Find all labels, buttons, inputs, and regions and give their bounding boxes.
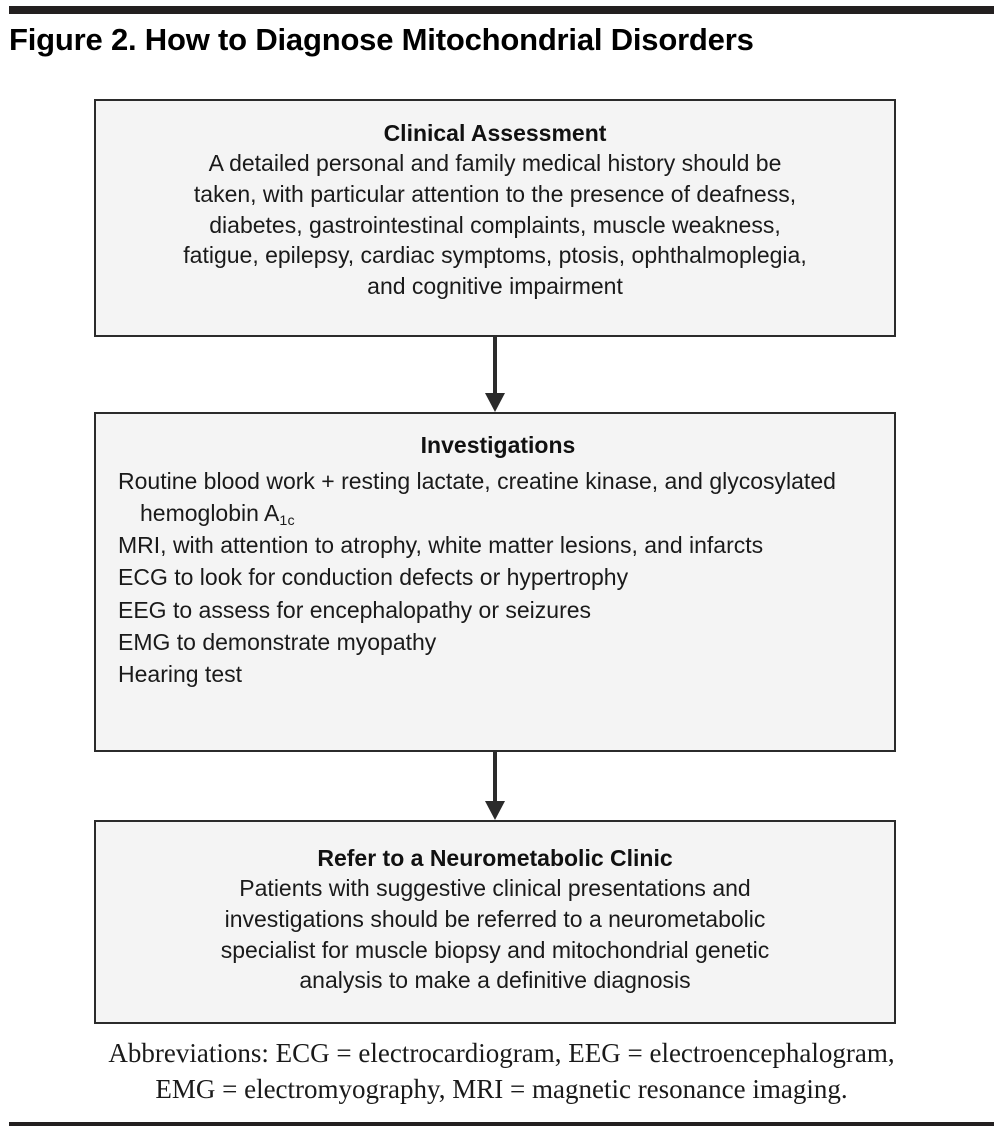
box-content-refer-clinic: Refer to a Neurometabolic Clinic Patient…: [96, 822, 894, 996]
list-item-line-1: Hearing test: [118, 661, 243, 688]
list-item-line-1: EMG to demonstrate myopathy: [118, 628, 437, 655]
investigations-list: Routine blood work + resting lactate, cr…: [118, 466, 878, 690]
arrow-down-icon-clinical-to-investigations: [485, 337, 505, 412]
box-body-line: specialist for muscle biopsy and mitocho…: [220, 936, 770, 963]
list-item-line-1: ECG to look for conduction defects or hy…: [118, 564, 629, 591]
box-heading-refer-clinic: Refer to a Neurometabolic Clinic: [317, 845, 673, 871]
flow-box-clinical-assessment: Clinical Assessment A detailed personal …: [94, 99, 896, 337]
list-item: Routine blood work + resting lactate, cr…: [118, 466, 878, 529]
list-item: MRI, with attention to atrophy, white ma…: [118, 530, 878, 561]
list-item: ECG to look for conduction defects or hy…: [118, 562, 878, 593]
box-body-line: analysis to make a definitive diagnosis: [299, 967, 691, 994]
abbreviations-footnote: Abbreviations: ECG = electrocardiogram, …: [14, 1036, 989, 1107]
box-content-investigations: Investigations Routine blood work + rest…: [96, 414, 894, 690]
box-body-line: and cognitive impairment: [367, 272, 623, 299]
box-heading-investigations: Investigations: [420, 432, 576, 458]
box-body-line: A detailed personal and family medical h…: [208, 150, 782, 177]
box-body-line: diabetes, gastrointestinal complaints, m…: [209, 211, 781, 238]
list-item-line-1: EEG to assess for encephalopathy or seiz…: [118, 596, 592, 623]
box-body-refer-clinic: Patients with suggestive clinical presen…: [108, 873, 882, 995]
page-title: Figure 2. How to Diagnose Mitochondrial …: [9, 22, 754, 57]
box-body-line: Patients with suggestive clinical presen…: [239, 875, 751, 902]
list-item: EMG to demonstrate myopathy: [118, 627, 878, 658]
abbreviations-line-2: EMG = electromyography, MRI = magnetic r…: [155, 1073, 848, 1104]
top-divider-rule: [9, 6, 994, 14]
list-item-line-1: MRI, with attention to atrophy, white ma…: [118, 531, 683, 558]
list-item-line-2: glycosylated hemoglobin A1c: [140, 468, 836, 529]
flow-box-refer-to-neurometabolic-clinic: Refer to a Neurometabolic Clinic Patient…: [94, 820, 896, 1024]
arrow-down-icon-investigations-to-refer: [485, 752, 505, 820]
list-item-line-1: Routine blood work + resting lactate, cr…: [118, 468, 703, 495]
list-item-line-2-text: glycosylated hemoglobin A: [140, 468, 836, 526]
box-body-line: investigations should be referred to a n…: [224, 906, 766, 933]
list-item: EEG to assess for encephalopathy or seiz…: [118, 595, 878, 626]
list-item-line-2-text: infarcts: [689, 531, 764, 558]
box-body-clinical-assessment: A detailed personal and family medical h…: [108, 148, 882, 301]
list-item: Hearing test: [118, 659, 878, 690]
subscript-1c: 1c: [279, 512, 295, 529]
arrow-shaft: [493, 752, 497, 802]
arrow-head: [485, 393, 505, 412]
abbreviations-line-1: Abbreviations: ECG = electrocardiogram, …: [108, 1038, 895, 1068]
arrow-head: [485, 801, 505, 820]
box-content-clinical-assessment: Clinical Assessment A detailed personal …: [96, 101, 894, 301]
box-body-line: taken, with particular attention to the …: [193, 181, 797, 208]
box-heading-clinical-assessment: Clinical Assessment: [383, 120, 607, 146]
flow-box-investigations: Investigations Routine blood work + rest…: [94, 412, 896, 752]
arrow-shaft: [493, 337, 497, 394]
box-body-line: fatigue, epilepsy, cardiac symptoms, pto…: [183, 242, 807, 269]
bottom-divider-rule: [9, 1122, 994, 1126]
